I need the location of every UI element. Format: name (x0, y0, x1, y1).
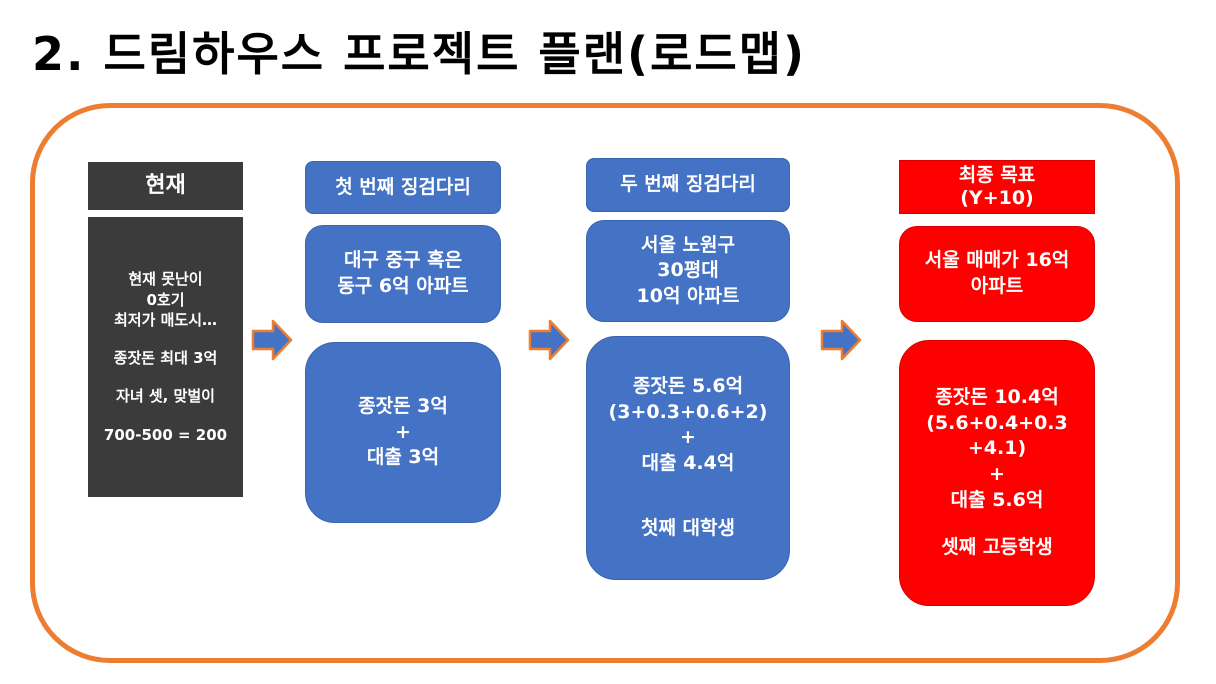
current-line-6: 700-500 = 200 (103, 425, 228, 444)
step2-fund-line-3: 대출 4.4억 (641, 451, 735, 474)
goal-fund-line-2: (5.6+0.4+0.3 (926, 411, 1068, 434)
goal-apt-line-1: 서울 매매가 16억 (924, 249, 1070, 272)
step2-apt-line-2: 30평대 (657, 259, 719, 282)
right-arrow-icon (820, 319, 862, 361)
goal-header: 최종 목표 (Y+10) (899, 160, 1095, 214)
current-line-3: 최저가 매도시… (113, 310, 218, 329)
current-details-box: 현재 못난이 0호기 최저가 매도시… 종잣돈 최대 3억 자녀 셋, 맞벌이 … (88, 217, 243, 497)
goal-header-line-1: 최종 목표 (958, 164, 1036, 187)
step2-fund-line-4: 첫째 대학생 (640, 517, 735, 540)
goal-header-line-2: (Y+10) (960, 187, 1034, 209)
step1-apartment-box: 대구 중구 혹은 동구 6억 아파트 (305, 225, 501, 323)
step2-apartment-box: 서울 노원구 30평대 10억 아파트 (586, 220, 790, 322)
goal-fund-plus: + (989, 463, 1005, 485)
step2-header: 두 번째 징검다리 (586, 158, 790, 212)
step1-apt-line-1: 대구 중구 혹은 (343, 249, 463, 272)
right-arrow-icon (251, 319, 293, 361)
step1-header-label: 첫 번째 징검다리 (335, 175, 471, 198)
goal-apartment-box: 서울 매매가 16억 아파트 (899, 226, 1095, 322)
step1-fund-line-1: 종잣돈 3억 (358, 395, 448, 418)
step1-fund-line-2: 대출 3억 (366, 446, 440, 469)
goal-fund-line-1: 종잣돈 10.4억 (935, 386, 1059, 409)
step1-header: 첫 번째 징검다리 (305, 161, 501, 214)
current-line-5: 자녀 셋, 맞벌이 (116, 387, 215, 406)
current-header: 현재 (88, 162, 243, 210)
goal-fund-line-3: +4.1) (967, 437, 1027, 460)
step1-apt-line-2: 동구 6억 아파트 (337, 275, 469, 297)
step2-header-label: 두 번째 징검다리 (620, 173, 756, 196)
step2-apt-line-1: 서울 노원구 (640, 233, 735, 256)
roadmap-frame (30, 103, 1180, 663)
step2-fund-line-1: 종잣돈 5.6억 (632, 374, 744, 397)
right-arrow-icon (528, 319, 570, 361)
step2-funding-box: 종잣돈 5.6억 (3+0.3+0.6+2) + 대출 4.4억 첫째 대학생 (586, 336, 790, 580)
current-line-2: 0호기 (146, 290, 185, 309)
current-line-4: 종잣돈 최대 3억 (113, 349, 218, 367)
goal-fund-line-5: 셋째 고등학생 (941, 536, 1053, 559)
goal-fund-line-4: 대출 5.6억 (950, 488, 1044, 511)
page-title: 2. 드림하우스 프로젝트 플랜(로드맵) (32, 27, 807, 81)
step2-fund-line-2: (3+0.3+0.6+2) (608, 400, 768, 423)
step1-funding-box: 종잣돈 3억 + 대출 3억 (305, 342, 501, 523)
goal-apt-line-2: 아파트 (970, 275, 1024, 297)
step2-fund-plus: + (680, 426, 696, 449)
goal-funding-box: 종잣돈 10.4억 (5.6+0.4+0.3 +4.1) + 대출 5.6억 셋… (899, 340, 1095, 606)
step2-apt-line-3: 10억 아파트 (636, 284, 740, 307)
current-line-1: 현재 못난이 (128, 270, 203, 289)
step1-fund-plus: + (395, 420, 411, 443)
current-header-label: 현재 (145, 173, 186, 199)
